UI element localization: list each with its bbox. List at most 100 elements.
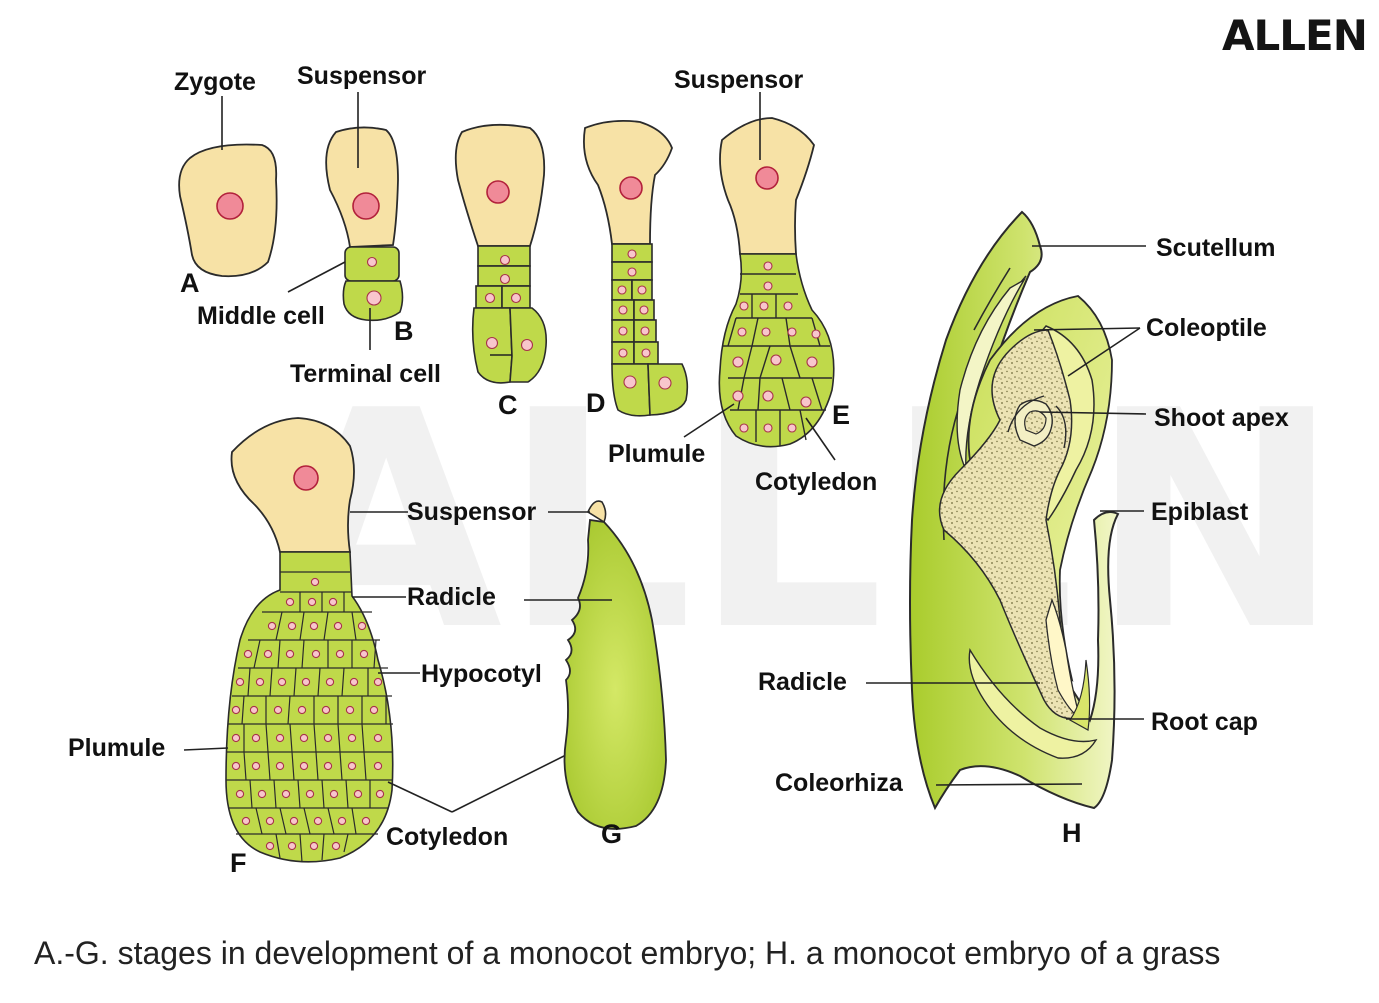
label-suspensor-b: Suspensor (297, 62, 426, 90)
cell-nucleus (265, 816, 275, 826)
cell-nucleus (311, 649, 321, 659)
label-cotyledon-f: Cotyledon (386, 823, 508, 851)
stage-f: Suspensor Radicle Hypocotyl Plumule Coty… (68, 417, 637, 878)
cell-nucleus (273, 705, 283, 715)
cell-nucleus (299, 733, 309, 743)
cell-nucleus (337, 816, 347, 826)
stage-letter-c: C (498, 390, 518, 420)
cell-nucleus (328, 597, 338, 607)
cell-nucleus (305, 789, 315, 799)
label-root-cap: Root cap (1151, 708, 1258, 736)
label-zygote: Zygote (174, 68, 256, 96)
cell-nucleus (347, 733, 357, 743)
cell-nucleus (301, 677, 311, 687)
cell-nucleus (361, 816, 371, 826)
stage-letter-h: H (1062, 818, 1082, 848)
cell-nucleus (277, 677, 287, 687)
stage-a: Zygote A (174, 68, 278, 298)
brand-logo: ALLEN (1222, 11, 1367, 60)
cell-nucleus (323, 761, 333, 771)
cell-nucleus (345, 705, 355, 715)
cell-nucleus (251, 761, 261, 771)
cell-nucleus (359, 649, 369, 659)
cell-nucleus (231, 761, 241, 771)
embryo-body-g (563, 518, 667, 830)
stage-letter-d: D (586, 388, 606, 418)
label-radicle-h: Radicle (758, 668, 847, 696)
cell-nucleus (309, 841, 319, 851)
label-suspensor-f: Suspensor (407, 498, 536, 526)
cell-nucleus (287, 841, 297, 851)
stage-g: G (524, 500, 667, 849)
label-hypocotyl: Hypocotyl (421, 660, 542, 688)
label-suspensor-e: Suspensor (674, 66, 803, 94)
suspensor-cell-f (230, 417, 355, 553)
cell-nucleus (287, 621, 297, 631)
cell-nucleus (321, 705, 331, 715)
label-scutellum: Scutellum (1156, 234, 1275, 262)
label-middle-cell: Middle cell (197, 302, 325, 330)
cell-nucleus (285, 597, 295, 607)
cell-nucleus (231, 733, 241, 743)
label-coleorhiza: Coleorhiza (775, 769, 904, 797)
stage-d: D (583, 119, 689, 418)
cell-nucleus (335, 649, 345, 659)
cell-nucleus (263, 649, 273, 659)
cell-nucleus (265, 841, 275, 851)
cell-nucleus (281, 789, 291, 799)
label-epiblast: Epiblast (1151, 498, 1249, 526)
suspensor-cell (325, 126, 399, 248)
cell-nucleus (331, 841, 341, 851)
cell-nucleus (231, 705, 241, 715)
stage-letter-b: B (394, 316, 414, 346)
stage-letter-g: G (601, 819, 622, 849)
cell-nucleus (275, 733, 285, 743)
cell-nucleus (373, 677, 383, 687)
stage-letter-e: E (832, 400, 850, 430)
cell-nucleus (241, 816, 251, 826)
cell-nucleus (299, 761, 309, 771)
cell-nucleus (353, 789, 363, 799)
cell-nucleus (235, 789, 245, 799)
cell-nucleus (289, 816, 299, 826)
cell-nucleus (257, 789, 267, 799)
cell-nucleus (313, 816, 323, 826)
cell-nucleus (235, 677, 245, 687)
zygote-nucleus (216, 192, 244, 220)
cell-nucleus (309, 621, 319, 631)
cell-nucleus (357, 621, 367, 631)
label-shoot-apex: Shoot apex (1154, 404, 1289, 432)
stage-e: Suspensor Plumule Cotyledon E (608, 66, 877, 496)
stage-h: Scutellum Coleoptile Shoot apex Epiblast… (758, 210, 1289, 848)
cell-nucleus (349, 677, 359, 687)
cell-nucleus (243, 649, 253, 659)
globular-embryo-e (718, 253, 835, 448)
cell-nucleus (267, 621, 277, 631)
stage-c: C (454, 123, 548, 420)
cell-nucleus (333, 621, 343, 631)
cell-nucleus (375, 789, 385, 799)
cell-nucleus (251, 733, 261, 743)
cell-nucleus (275, 761, 285, 771)
label-plumule-e: Plumule (608, 440, 705, 468)
label-radicle-f: Radicle (407, 583, 496, 611)
label-plumule-f: Plumule (68, 734, 165, 762)
cell-nucleus (285, 649, 295, 659)
cell-nucleus (369, 705, 379, 715)
cell-nucleus (347, 761, 357, 771)
stage-letter-a: A (180, 268, 200, 298)
stage-letter-f: F (230, 848, 247, 878)
label-terminal-cell: Terminal cell (290, 360, 441, 388)
cell-nucleus (373, 761, 383, 771)
label-cotyledon-e: Cotyledon (755, 468, 877, 496)
cell-nucleus (323, 733, 333, 743)
cell-nucleus (329, 789, 339, 799)
cell-nucleus (325, 677, 335, 687)
cell-nucleus (307, 597, 317, 607)
label-coleoptile: Coleoptile (1146, 314, 1267, 342)
cell-nucleus (310, 577, 320, 587)
stage-b: Suspensor Middle cell Terminal cell B (197, 62, 441, 388)
cell-nucleus (297, 705, 307, 715)
cell-nucleus (249, 705, 259, 715)
